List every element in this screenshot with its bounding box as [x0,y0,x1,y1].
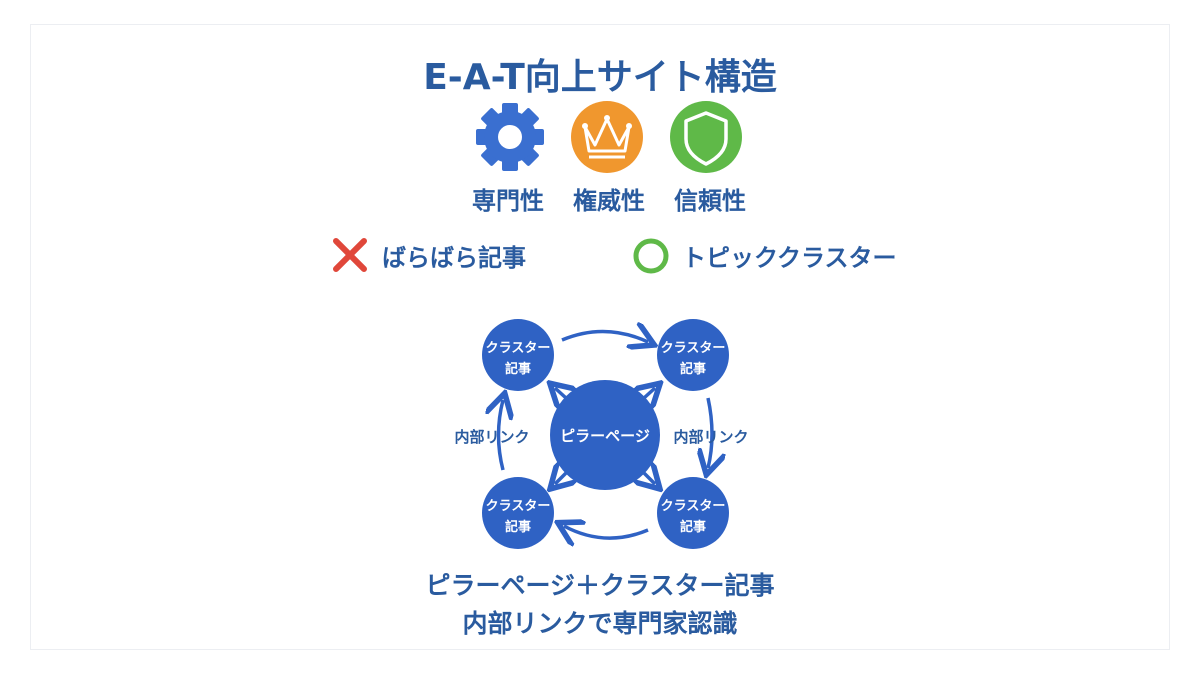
cluster-label: クラスター [486,341,551,356]
cluster-label: クラスター [661,341,726,356]
cluster-label: 記事 [505,519,531,535]
arrow-top [561,331,648,342]
summary-line-2: 内部リンクで専門家認識 [462,609,738,638]
page-title: E-A-T向上サイト構造 [423,57,777,98]
pillar-label-expertise: 専門性 [472,187,544,215]
pillar-label-trust: 信頼性 [674,187,746,215]
pillar-label: ピラーページ [560,427,650,445]
cluster-node-bl [482,477,554,549]
pillar-node [550,380,660,490]
cross-icon [333,238,367,272]
cluster-label: 記事 [505,361,531,377]
arrow-left [499,400,504,471]
crown-icon [571,101,643,173]
good-example-label: トピッククラスター [682,244,897,272]
shield-icon [670,101,742,173]
gear-icon [476,103,544,171]
arrow-right [708,397,712,468]
summary-line-1: ピラーページ＋クラスター記事 [425,571,775,600]
bad-example-label: ばらばら記事 [382,244,526,272]
cluster-node-br [657,477,729,549]
cluster-node-tl [482,319,554,391]
link-label-left: 内部リンク [454,428,529,446]
cluster-node-tr [657,319,729,391]
pillar-label-authority: 権威性 [573,187,645,215]
cluster-label: クラスター [661,499,726,514]
arrow-bottom [564,526,649,538]
cluster-label: 記事 [680,361,706,377]
circle-icon [633,238,669,274]
cluster-label: クラスター [486,499,551,514]
cluster-label: 記事 [680,519,706,535]
link-label-right: 内部リンク [673,428,748,446]
